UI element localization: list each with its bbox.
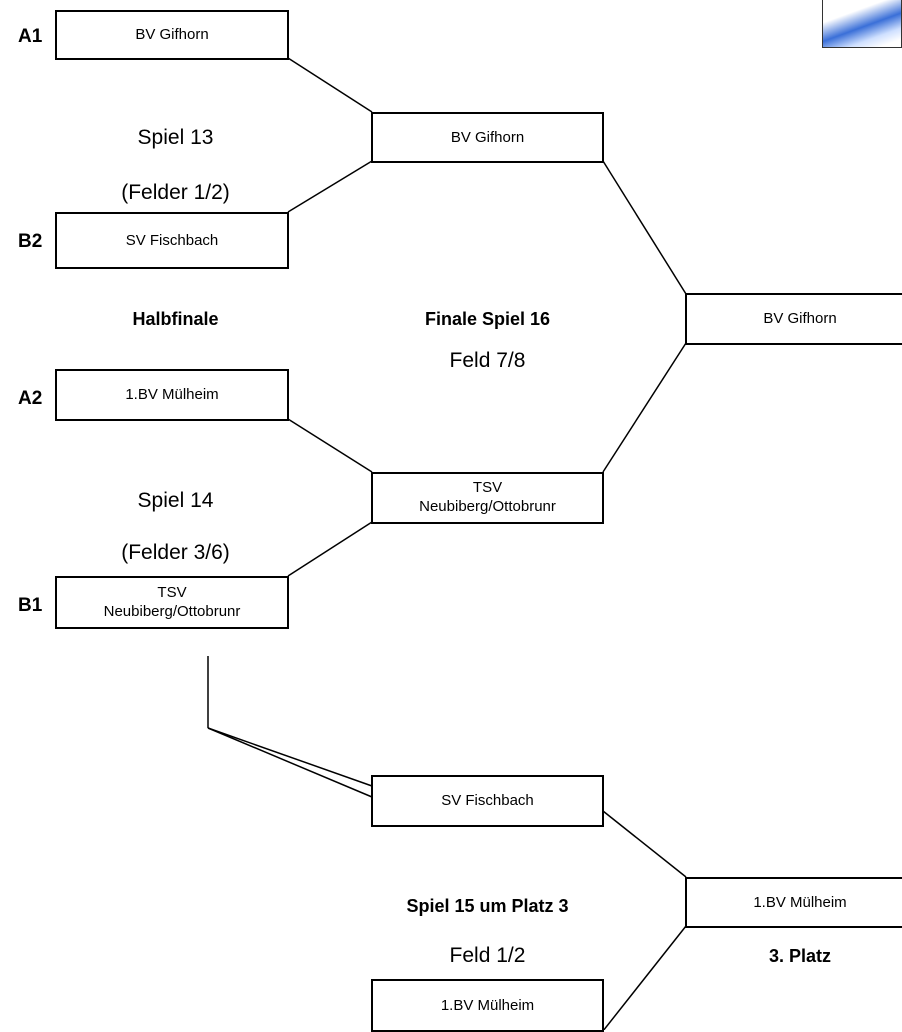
club-logo-image bbox=[822, 0, 902, 48]
seed-a1: A1 bbox=[18, 26, 43, 47]
third-place-title: Spiel 15 um Platz 3 bbox=[406, 896, 569, 916]
third-place-label: 3. Platz bbox=[768, 946, 832, 966]
final-champion: BV Gifhorn bbox=[685, 293, 902, 345]
semifinal1-team-top: BV Gifhorn bbox=[55, 10, 289, 60]
seed-b1: B1 bbox=[18, 595, 43, 616]
final-court: Feld 7/8 bbox=[449, 349, 526, 372]
semifinal2-winner: TSV Neubiberg/Ottobrunr bbox=[371, 472, 604, 524]
semifinal1-game: Spiel 13 bbox=[137, 126, 214, 149]
semifinal1-winner: BV Gifhorn bbox=[371, 112, 604, 163]
semifinal2-winner-line1: TSV bbox=[472, 479, 503, 497]
third-place-court: Feld 1/2 bbox=[449, 944, 526, 967]
semifinal1-team-bottom: SV Fischbach bbox=[55, 212, 289, 269]
seed-a2: A2 bbox=[18, 388, 43, 409]
final-title: Finale Spiel 16 bbox=[424, 309, 551, 329]
semifinal2-team-bottom-line2: Neubiberg/Ottobrunr bbox=[103, 602, 241, 620]
semifinal2-game: Spiel 14 bbox=[137, 489, 214, 512]
semifinal2-team-bottom-line1: TSV bbox=[157, 583, 187, 601]
semifinal2-winner-line2: Neubiberg/Ottobrunr bbox=[419, 498, 556, 515]
semifinal2-team-bottom: TSV Neubiberg/Ottobrunr bbox=[55, 576, 289, 629]
semifinal1-courts: (Felder 1/2) bbox=[121, 181, 230, 204]
third-place-winner: 1.BV Mülheim bbox=[685, 877, 902, 928]
third-place-team-top: SV Fischbach bbox=[371, 775, 604, 827]
third-place-team-bottom: 1.BV Mülheim bbox=[371, 979, 604, 1032]
semifinal2-team-top: 1.BV Mülheim bbox=[55, 369, 289, 421]
seed-b2: B2 bbox=[18, 231, 43, 252]
round-label-halbfinale: Halbfinale bbox=[132, 309, 219, 329]
semifinal2-courts: (Felder 3/6) bbox=[121, 541, 230, 564]
